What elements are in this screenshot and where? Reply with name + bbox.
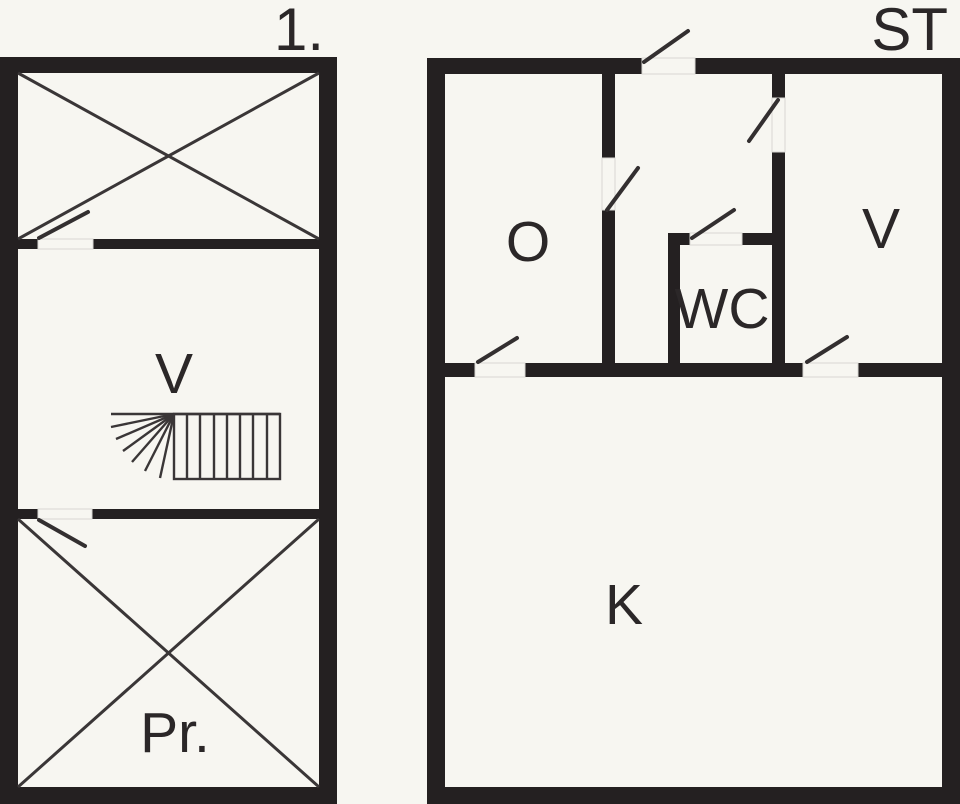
x-area-top [17,71,320,241]
wall-top-left-segment [427,58,642,74]
interior-wall-lower [18,508,319,548]
wc-door-swing [690,208,736,240]
plan-title-ground-floor: ST [871,0,948,63]
room-label-k: K [605,573,643,637]
entrance-door-swing [642,29,690,64]
door-swing-v [805,335,849,364]
door-threshold [37,508,93,520]
wall-right [942,58,960,804]
interior-wall-o-hall [601,74,640,363]
wall-bottom [427,787,960,804]
door-threshold [771,97,786,153]
door-swing-o [476,336,519,364]
wall-top-right-segment [695,58,960,74]
wc-wall-top-left [668,233,690,245]
plan-ground-floor: ST O V WC K [427,0,960,804]
wall-left [427,58,445,804]
door-swing-lower [37,518,87,548]
wall-bottom [0,787,337,804]
door-threshold [37,238,94,250]
wall-left [0,57,18,804]
interior-wall-hall-v [747,74,786,363]
wc-door-threshold [689,232,743,246]
interior-wall-upper [18,210,319,250]
plan-first-floor: 1. V Pr. [0,0,337,804]
door-threshold-o [474,362,526,378]
room-label-o: O [506,210,550,274]
wc-wall-left [668,233,680,363]
wc-cubicle [668,208,785,363]
room-label-wc: WC [675,277,770,341]
exterior-walls-ground-floor [427,29,960,804]
wall-top [0,57,337,73]
x-area-bottom [17,517,320,789]
plan-title-first-floor: 1. [274,0,324,63]
wall-right [319,57,337,804]
room-label-v-first: V [155,342,193,406]
room-label-v-ground: V [862,197,900,261]
entrance-threshold [641,57,696,75]
exterior-walls-first-floor [0,57,337,804]
stair-winders [110,412,176,479]
door-swing-hall [605,166,640,212]
door-swing-v-room [747,98,780,143]
room-label-pr: Pr. [140,701,210,765]
interior-wall-k [445,335,942,378]
staircase [110,412,282,481]
door-swing-upper [37,210,90,240]
wc-wall-top-right [742,233,785,245]
door-threshold-v [802,362,859,378]
